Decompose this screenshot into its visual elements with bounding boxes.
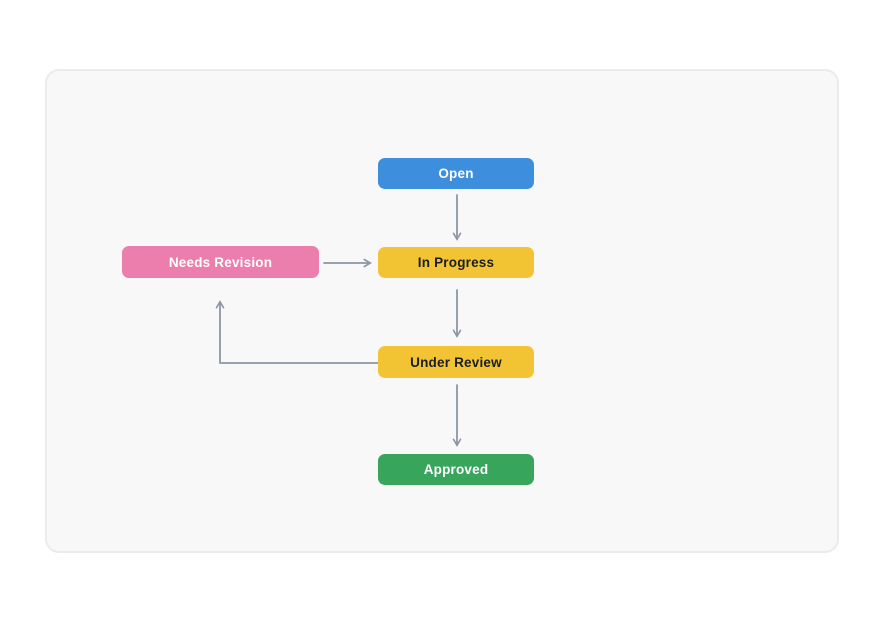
node-approved: Approved [378,454,534,485]
node-needs-revision: Needs Revision [122,246,319,278]
node-in-progress: In Progress [378,247,534,278]
node-in-progress-label: In Progress [417,255,495,270]
node-under-review: Under Review [378,346,534,378]
node-open: Open [378,158,534,189]
node-needs-revision-label: Needs Revision [168,254,273,270]
workflow-card: Open In Progress Needs Revision Under Re… [45,69,839,553]
node-open-label: Open [438,166,474,181]
node-under-review-label: Under Review [410,354,502,370]
edge-under-review-to-needs-revision [215,300,379,364]
node-approved-label: Approved [423,462,489,477]
